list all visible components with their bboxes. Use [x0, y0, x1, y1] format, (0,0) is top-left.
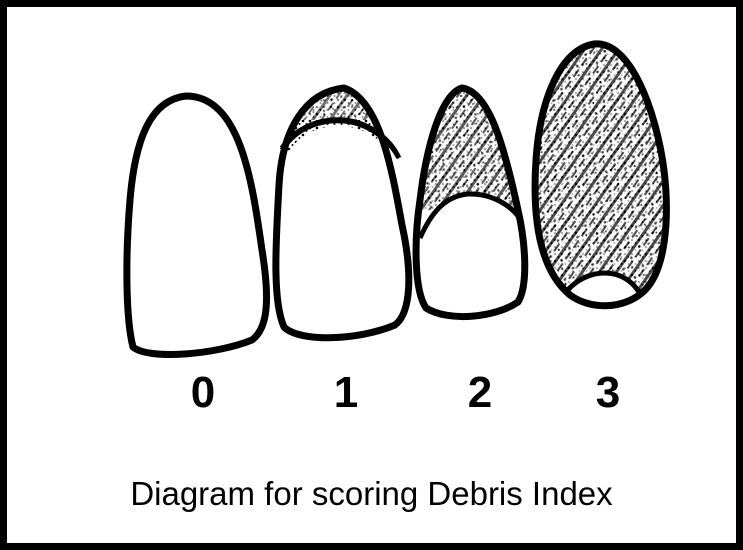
- tooth-score-2: [410, 80, 535, 317]
- tooth-2-clean-area: [416, 193, 525, 317]
- tooth-score-1: [270, 80, 420, 338]
- score-label-3: 3: [578, 368, 638, 418]
- tooth-0-outline: [127, 96, 267, 354]
- score-label-0: 0: [173, 368, 233, 418]
- figure-caption: Diagram for scoring Debris Index: [0, 472, 743, 516]
- score-label-1: 1: [316, 368, 376, 418]
- tooth-score-0: [127, 96, 267, 354]
- score-label-2: 2: [450, 368, 510, 418]
- tooth-score-3: [530, 38, 675, 313]
